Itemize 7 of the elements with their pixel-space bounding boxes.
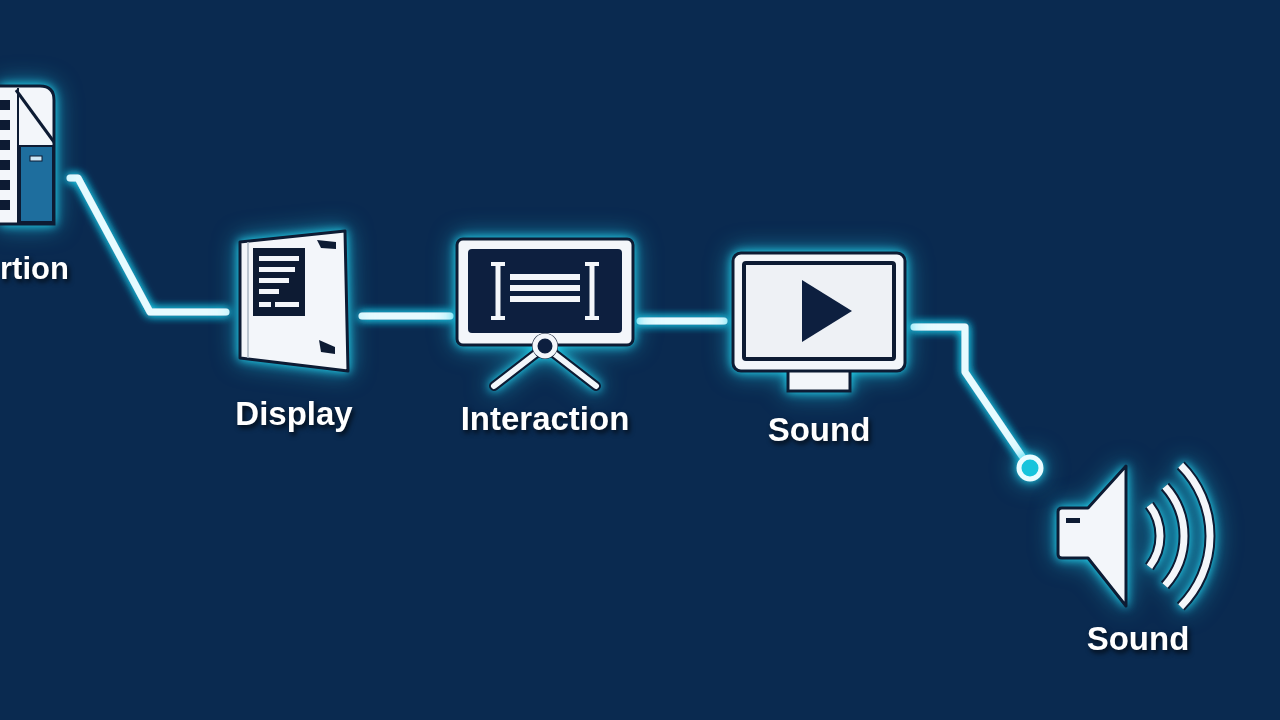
node-label: Interaction: [460, 399, 630, 439]
node-label: Sound: [1086, 619, 1190, 659]
node-label: rtion: [0, 250, 69, 288]
node-label: Sound: [767, 410, 871, 450]
node-label: Display: [235, 394, 353, 434]
connector-line: [636, 317, 728, 325]
connector-line: [910, 323, 1026, 460]
